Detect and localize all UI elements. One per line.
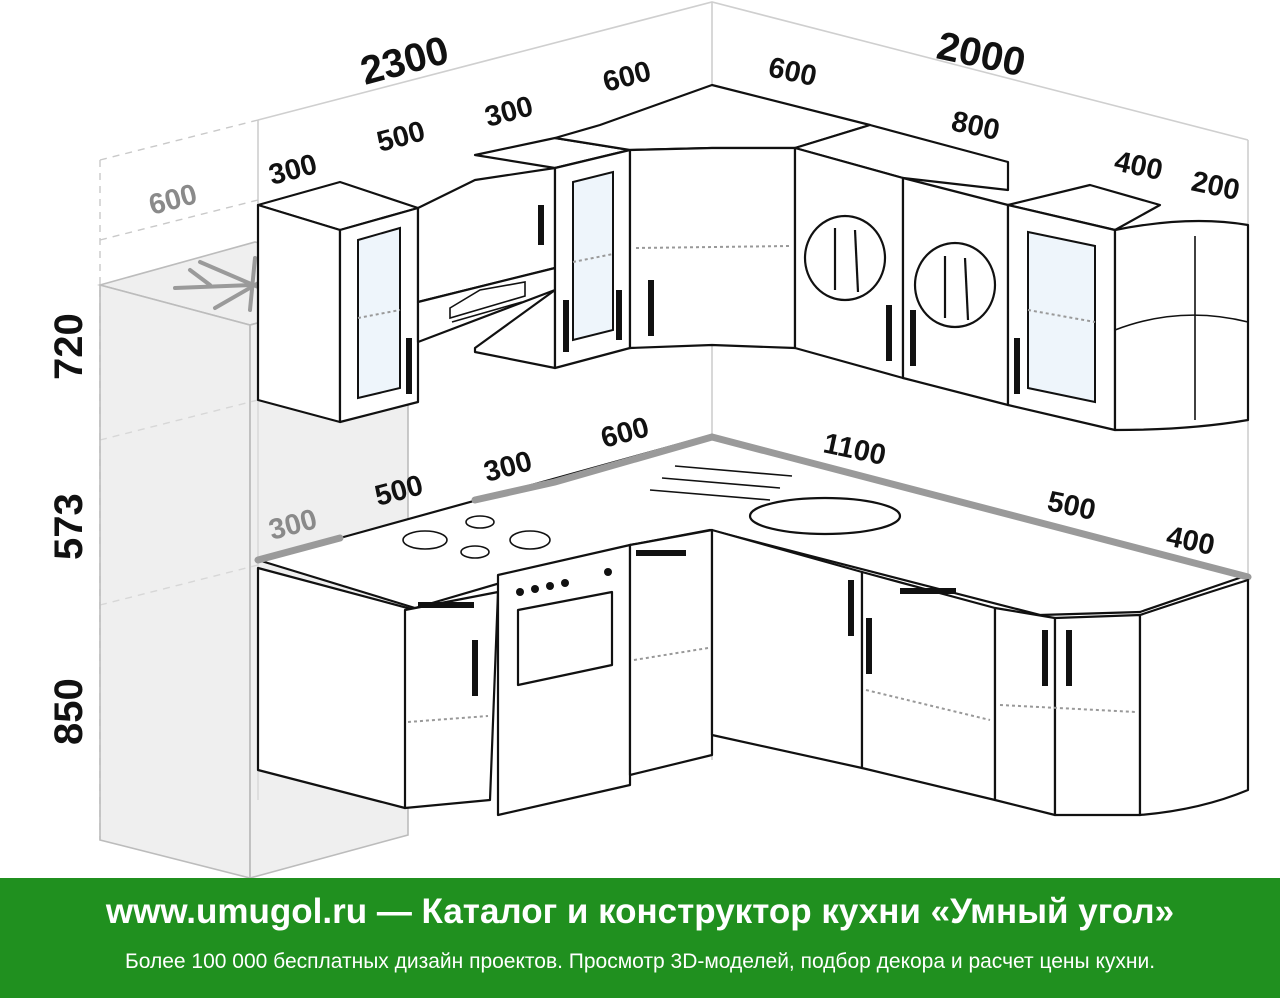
sink-icon	[649, 465, 902, 536]
cabinet-handle[interactable]	[1066, 630, 1072, 686]
lower-drawer-cabinet[interactable]	[860, 570, 997, 802]
fork-knife-icon	[913, 241, 997, 329]
lower-sink-cabinet[interactable]	[710, 528, 864, 770]
cabinet-handle[interactable]	[616, 290, 622, 340]
dim-upper-left-3: 600	[600, 55, 655, 98]
drawer-handle[interactable]	[900, 588, 956, 594]
dim-upper-left-1: 500	[374, 115, 429, 158]
dim-height-lower: 850	[47, 678, 91, 745]
dim-wall-left-total: 2300	[356, 28, 453, 94]
countertop	[254, 433, 1252, 617]
dim-upper-left-0: 300	[266, 148, 321, 191]
dim-lower-right-1: 500	[1045, 486, 1099, 527]
dim-upper-right-1: 800	[949, 106, 1003, 147]
dim-lower-left-2: 300	[481, 445, 536, 488]
cabinet-handle[interactable]	[848, 580, 854, 636]
lower-corner-end-cabinet[interactable]	[993, 578, 1250, 817]
dim-upper-left-2: 300	[482, 90, 537, 133]
lower-end-cabinet[interactable]	[256, 566, 500, 810]
dim-lower-left-3: 600	[598, 411, 653, 454]
upper-hood-cabinet[interactable]	[416, 166, 557, 344]
cabinet-handle[interactable]	[1014, 338, 1020, 394]
upper-open-shelf	[1113, 219, 1250, 432]
footer-title[interactable]: www.umugol.ru — Каталог и конструктор ку…	[105, 892, 1175, 931]
cabinet-handle[interactable]	[563, 300, 569, 352]
dim-fridge-depth: 600	[146, 178, 201, 221]
cabinet-handle[interactable]	[1042, 630, 1048, 686]
lower-narrow-cabinet[interactable]	[628, 528, 714, 777]
cabinet-handle[interactable]	[910, 310, 916, 366]
kitchen-drawing: 2300 2000 600 720 573 850 300 500 300 60…	[47, 1, 1252, 878]
dim-wall-right-total: 2000	[933, 24, 1029, 86]
cabinet-handle[interactable]	[538, 205, 544, 245]
dim-height-upper: 720	[47, 313, 91, 380]
upper-glass-cabinet-right[interactable]	[1006, 183, 1162, 432]
drawer-handle[interactable]	[418, 602, 474, 608]
upper-cabinets	[256, 83, 1250, 432]
lower-cabinets	[256, 528, 1250, 817]
upper-small-cabinet[interactable]	[473, 136, 632, 370]
dim-upper-right-3: 200	[1189, 166, 1243, 207]
cabinet-handle[interactable]	[648, 280, 654, 336]
oven-range[interactable]	[496, 543, 632, 817]
cabinet-handle[interactable]	[866, 618, 872, 674]
cabinet-handle[interactable]	[886, 305, 892, 361]
cooktop-burner-icon	[402, 515, 551, 559]
dim-upper-right-2: 400	[1112, 146, 1166, 187]
upper-decor-cabinets[interactable]	[793, 123, 1010, 407]
footer-banner: www.umugol.ru — Каталог и конструктор ку…	[0, 878, 1280, 998]
dim-upper-right-0: 600	[766, 52, 820, 93]
dim-height-gap: 573	[47, 493, 91, 560]
cabinet-handle[interactable]	[472, 640, 478, 696]
drawer-handle[interactable]	[636, 550, 686, 556]
upper-glass-cabinet-middle[interactable]	[553, 148, 632, 370]
footer-subtitle: Более 100 000 бесплатных дизайн проектов…	[124, 950, 1156, 973]
cabinet-handle[interactable]	[406, 338, 412, 394]
fork-knife-icon	[803, 214, 887, 302]
range-hood-icon	[449, 281, 526, 323]
upper-glass-cabinet-left[interactable]	[256, 180, 420, 424]
upper-corner-cabinet[interactable]	[553, 83, 872, 350]
